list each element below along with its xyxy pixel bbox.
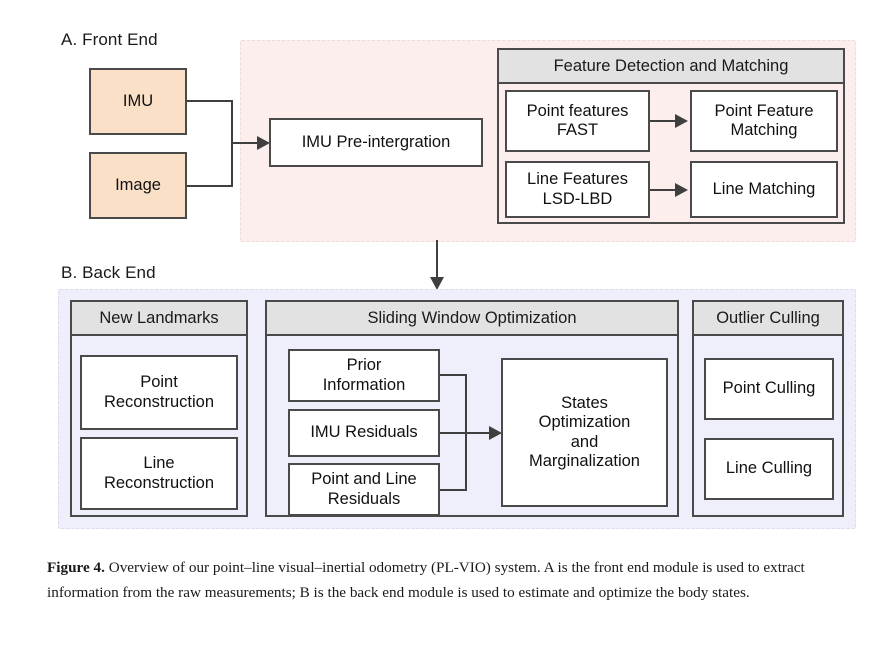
point-culling-node: Point Culling xyxy=(704,358,834,420)
imu-preintegration-label: IMU Pre-intergration xyxy=(301,132,451,151)
feature-detection-group: Feature Detection and Matching xyxy=(497,48,845,224)
wire-point-features-to-matching xyxy=(650,120,677,123)
point-culling-label: Point Culling xyxy=(722,379,816,398)
imu-input-node: IMU xyxy=(89,68,187,135)
wire-input-merge-stem xyxy=(231,142,259,145)
imu-preintegration-node: IMU Pre-intergration xyxy=(269,118,483,167)
line-culling-node: Line Culling xyxy=(704,438,834,500)
wire-imu-residual-out xyxy=(440,432,467,435)
outlier-culling-group-header: Outlier Culling xyxy=(694,302,842,336)
figure-caption-label: Figure 4. xyxy=(47,559,105,576)
sliding-window-group-header: Sliding Window Optimization xyxy=(267,302,677,336)
wire-residual-merge-stem xyxy=(465,432,491,435)
wire-prior-out xyxy=(440,374,467,377)
wire-frontend-to-backend xyxy=(436,240,439,281)
arrow-point-features-to-matching-icon xyxy=(675,114,688,128)
sliding-window-group: Sliding Window Optimization xyxy=(265,300,679,517)
figure-caption: Figure 4. Overview of our point–line vis… xyxy=(47,556,847,605)
outlier-culling-group: Outlier Culling xyxy=(692,300,844,517)
line-matching-label: Line Matching xyxy=(712,179,816,198)
wire-imu-out xyxy=(187,100,233,103)
imu-residuals-label: IMU Residuals xyxy=(310,423,418,442)
image-input-label: Image xyxy=(115,175,161,194)
new-landmarks-group: New Landmarks xyxy=(70,300,248,517)
line-matching-node: Line Matching xyxy=(690,161,838,218)
new-landmarks-group-header: New Landmarks xyxy=(72,302,246,336)
line-culling-label: Line Culling xyxy=(725,459,813,478)
arrow-line-features-to-matching-icon xyxy=(675,183,688,197)
arrow-frontend-to-backend-icon xyxy=(430,277,444,290)
wire-image-out xyxy=(187,185,233,188)
back-end-section-label: B. Back End xyxy=(61,263,156,282)
feature-detection-group-header: Feature Detection and Matching xyxy=(499,50,843,84)
wire-line-features-to-matching xyxy=(650,189,677,192)
wire-point-line-residual-out xyxy=(440,489,467,492)
front-end-section-label: A. Front End xyxy=(61,30,158,49)
image-input-node: Image xyxy=(89,152,187,219)
imu-residuals-node: IMU Residuals xyxy=(288,409,440,457)
arrow-inputs-to-preintegration-icon xyxy=(257,136,270,150)
arrow-residuals-to-optimizer-icon xyxy=(489,426,502,440)
imu-input-label: IMU xyxy=(122,91,154,110)
figure-caption-text: Overview of our point–line visual–inerti… xyxy=(47,559,805,601)
